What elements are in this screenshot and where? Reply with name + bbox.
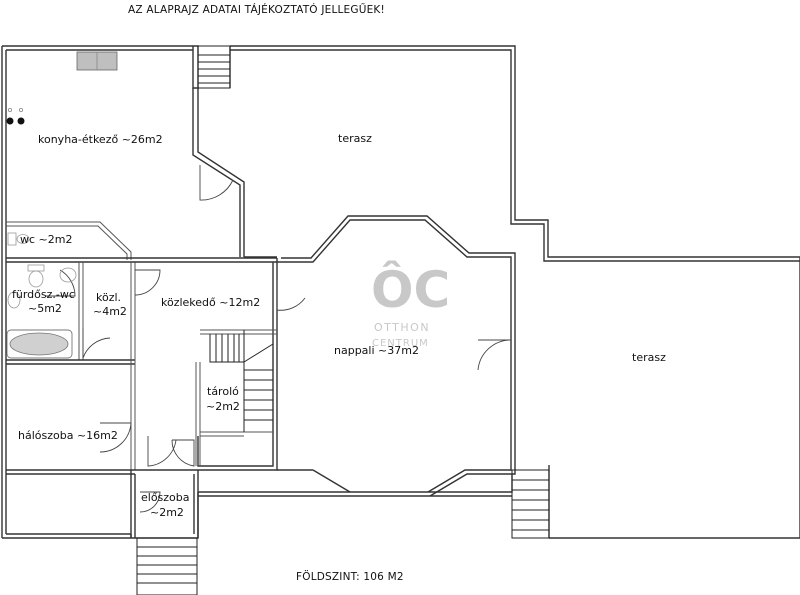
outer-walls (1, 45, 800, 539)
bathroom-toilet (27, 264, 45, 288)
watermark-line2: CENTRUM (372, 338, 429, 349)
room-label-terrace-right: terasz (632, 351, 666, 364)
doors (45, 165, 512, 513)
wc-toilet (7, 232, 30, 246)
room-label-kitchen: konyha-étkező ~26m2 (38, 133, 163, 146)
otthon-centrum-watermark: ÔC OTTHON CENTRUM (371, 260, 450, 349)
room-label-entrance: előszoba (141, 491, 190, 504)
stair-interior (209, 330, 274, 432)
watermark-line1: OTTHON (374, 321, 430, 334)
room-label-bathroom: fürdősz.-wc (12, 288, 75, 301)
stair-top (197, 45, 231, 89)
room-label-living-room: nappali ~37m2 (334, 344, 419, 357)
disclaimer-note: AZ ALAPRAJZ ADATAI TÁJÉKOZTATÓ JELLEGŰEK… (128, 2, 385, 16)
room-label-hallway: közlekedő ~12m2 (161, 296, 260, 309)
stair-front (136, 537, 198, 595)
stair-terrace (511, 469, 550, 539)
bathroom-sink (7, 267, 77, 309)
room-label-terrace-top: terasz (338, 132, 372, 145)
room-label-corridor-small-area: ~4m2 (93, 305, 127, 318)
room-label-storage-area: ~2m2 (206, 400, 240, 413)
room-label-corridor-small: közl. (96, 291, 121, 304)
room-label-wc: wc ~2m2 (20, 233, 72, 246)
room-label-bathroom-area: ~5m2 (28, 302, 62, 315)
room-label-entrance-area: ~2m2 (150, 506, 184, 519)
stove (6, 108, 25, 125)
room-label-storage: tároló (207, 385, 239, 398)
kitchen-sink (76, 51, 118, 71)
bathtub (6, 329, 73, 359)
floor-area-caption: FÖLDSZINT: 106 M2 (296, 570, 404, 583)
watermark-logo: ÔC (371, 260, 450, 319)
room-label-bedroom: hálószoba ~16m2 (18, 429, 118, 442)
